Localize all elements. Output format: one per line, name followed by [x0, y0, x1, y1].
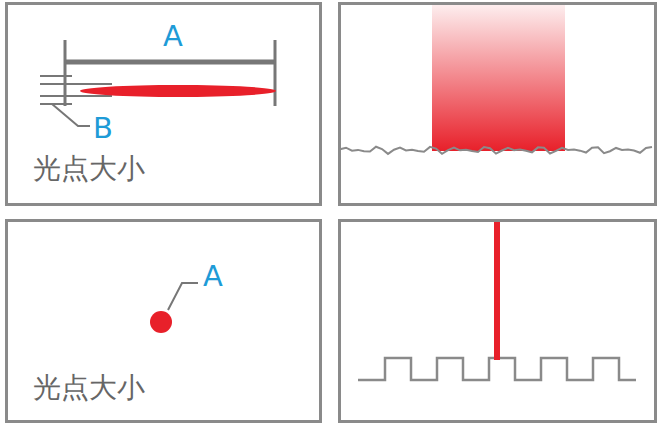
laser-focus [80, 85, 276, 97]
leader-line [168, 283, 198, 310]
panel-outline [340, 4, 656, 205]
callout-letter: B [93, 114, 113, 143]
callout-letter: A [163, 22, 183, 51]
rough-surface [340, 147, 652, 154]
callout-letter: A [203, 262, 223, 291]
panel-box: 光点大小 [5, 219, 322, 423]
laser-beam [432, 5, 565, 151]
caption-text: 光点大小 [33, 374, 145, 402]
caption-text: 光点大小 [33, 155, 145, 183]
stepped-surface [358, 358, 636, 380]
panel-outline [340, 221, 656, 422]
laser-beam [494, 222, 500, 360]
laser-spot [150, 311, 172, 333]
